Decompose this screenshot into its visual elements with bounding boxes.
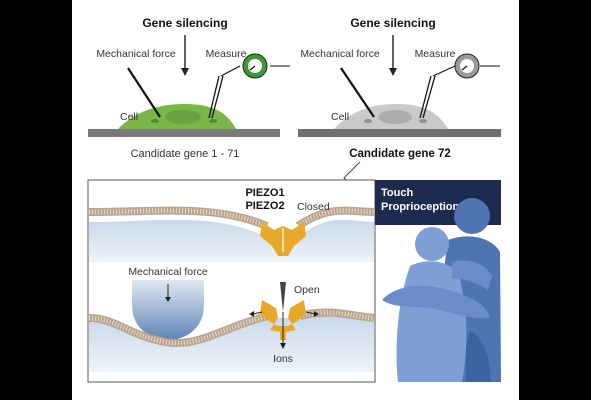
candidate-caption-left: Candidate gene 1 - 71 — [131, 148, 240, 160]
meter-needle-right — [461, 65, 468, 71]
gene-silencing-title-right: Gene silencing — [350, 16, 435, 30]
measure-label-right: Measure — [415, 48, 456, 60]
panel-gene-72: Gene silencing Mechanical force Measure … — [298, 16, 501, 160]
down-arrow-head-left — [181, 68, 189, 76]
child-arm-hug — [452, 260, 492, 290]
ions-label: Ions — [273, 353, 293, 365]
measure-wire-right — [432, 65, 456, 77]
open-label: Open — [294, 284, 320, 296]
mechanical-force-label-left: Mechanical force — [96, 48, 176, 60]
gene-silencing-title-left: Gene silencing — [142, 16, 227, 30]
force-probe-left — [127, 67, 161, 118]
membrane-open-fill — [89, 315, 374, 372]
adult-arm-hug — [382, 285, 490, 319]
measure-wire-left — [220, 65, 241, 77]
cell-label-right: Cell — [331, 111, 349, 123]
channel-open — [260, 300, 306, 340]
expand-arrow-left — [252, 311, 263, 315]
proprioception-label: Proprioception — [381, 201, 460, 213]
child-body — [396, 261, 467, 382]
ion-flow-arrow-head — [280, 343, 286, 349]
senses-panel: Touch Proprioception — [375, 180, 501, 382]
candidate-caption-right: Candidate gene 72 — [349, 148, 451, 160]
piezo1-label: PIEZO1 — [245, 187, 284, 199]
measure-electrode-left-b — [211, 75, 224, 119]
nucleus-left — [165, 110, 201, 124]
measure-electrode-right-b — [422, 75, 436, 119]
adult-leg — [465, 330, 491, 382]
nucleus-right — [378, 110, 412, 124]
mechanical-force-label-box: Mechanical force — [128, 266, 208, 278]
ion-flow-cone — [280, 282, 286, 312]
organelle-left-2 — [209, 119, 217, 123]
cell-label-left: Cell — [120, 111, 138, 123]
force-probe-right — [340, 67, 375, 118]
closed-label: Closed — [297, 201, 330, 213]
organelle-left-1 — [151, 119, 159, 123]
organelle-right-1 — [364, 119, 372, 123]
mechanical-force-label-right: Mechanical force — [300, 48, 380, 60]
hugging-figures-illustration — [382, 198, 501, 382]
panel-gene-1-71: Gene silencing Mechanical force Measure … — [88, 16, 290, 160]
indenting-probe — [132, 280, 204, 340]
expand-arrow-right-head — [314, 311, 319, 317]
channel-detail-box: PIEZO1 PIEZO2 Closed Mechanical force Op… — [87, 179, 376, 383]
measure-electrode-left-a — [208, 75, 220, 119]
expand-arrow-right — [305, 311, 316, 315]
piezo2-label: PIEZO2 — [245, 200, 284, 212]
measure-label-left: Measure — [206, 48, 247, 60]
expand-arrow-left-head — [249, 311, 254, 317]
measure-electrode-right-a — [419, 75, 432, 119]
substrate-right — [298, 129, 501, 137]
down-arrow-head-right — [389, 68, 397, 76]
touch-label: Touch — [381, 187, 413, 199]
adult-head — [454, 198, 490, 234]
child-head — [415, 227, 449, 261]
substrate-left — [88, 129, 280, 137]
force-arrow-box-head — [165, 297, 171, 302]
organelle-right-2 — [419, 119, 427, 123]
meter-needle-left — [249, 65, 256, 71]
membrane-closed-stripes — [88, 208, 375, 229]
membrane-closed-fill — [89, 219, 374, 262]
membrane-open-stripes — [88, 310, 375, 346]
